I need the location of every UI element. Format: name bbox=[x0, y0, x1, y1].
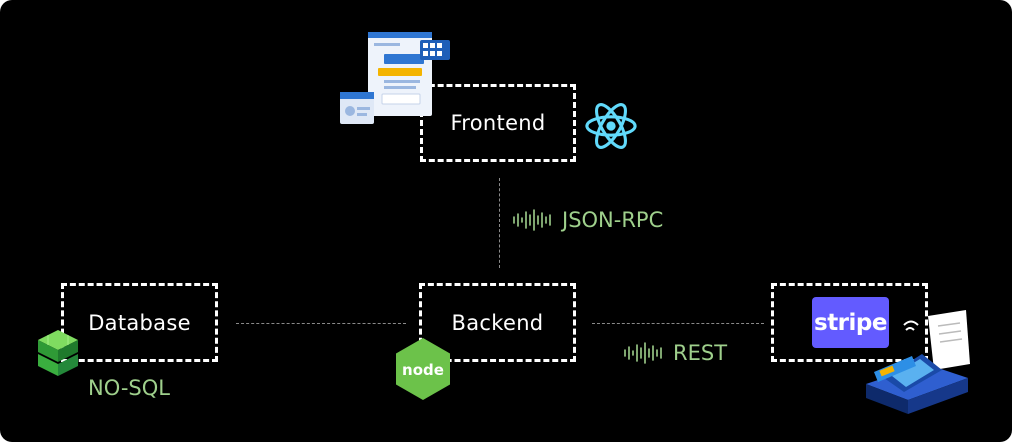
react-icon bbox=[585, 103, 637, 149]
waveform-icon bbox=[513, 209, 551, 231]
database-label: Database bbox=[88, 310, 191, 335]
database-node: Database bbox=[61, 283, 218, 362]
backend-label: Backend bbox=[451, 310, 544, 335]
database-cube-icon bbox=[38, 330, 78, 376]
backend-node: Backend bbox=[419, 283, 576, 362]
payment-terminal-icon bbox=[866, 310, 970, 414]
database-type-label: NO-SQL bbox=[88, 376, 170, 400]
waveform-icon bbox=[624, 342, 662, 364]
connector-database-backend bbox=[236, 323, 406, 324]
payment-node bbox=[771, 283, 928, 362]
protocol-rest: REST bbox=[623, 341, 727, 365]
protocol-rest-label: REST bbox=[673, 341, 728, 365]
frontend-label: Frontend bbox=[450, 111, 546, 135]
stripe-logo: stripe bbox=[812, 297, 889, 348]
frontend-node: Frontend bbox=[420, 84, 576, 162]
connector-backend-stripe bbox=[592, 323, 764, 324]
svg-text:node: node bbox=[402, 361, 444, 379]
protocol-jsonrpc-label: JSON-RPC bbox=[562, 208, 664, 232]
connector-frontend-backend bbox=[499, 178, 500, 268]
browser-window-icon bbox=[340, 32, 450, 124]
nodejs-icon: node bbox=[396, 338, 450, 400]
protocol-jsonrpc: JSON-RPC bbox=[512, 208, 663, 232]
